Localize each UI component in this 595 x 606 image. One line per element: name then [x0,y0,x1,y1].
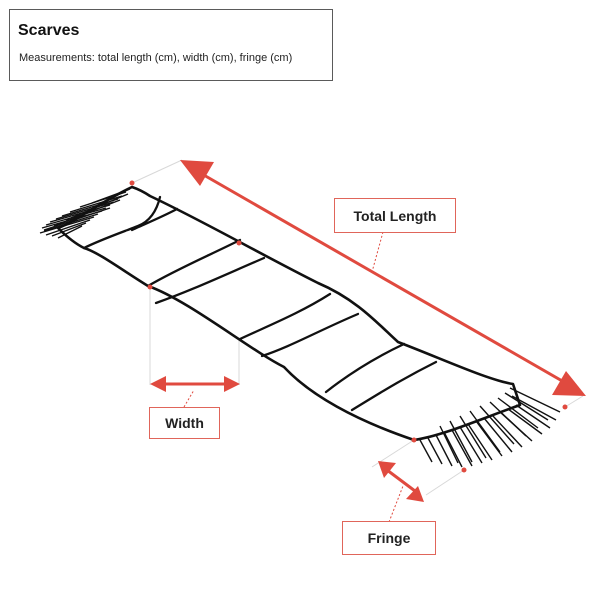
scarf-stripes [82,195,438,412]
fringe-right [419,387,561,468]
fringe-label: Fringe [342,521,436,555]
width-label: Width [149,407,220,439]
total-length-label: Total Length [334,198,456,233]
total-length-arrow [180,160,586,396]
anchor-dots [129,180,568,473]
width-arrow [150,376,240,392]
leader-lines [183,231,404,523]
page-title: Scarves [18,22,80,39]
fringe-left [39,188,131,239]
page-subtitle: Measurements: total length (cm), width (… [19,52,293,64]
fringe-arrow [378,461,424,502]
header-box: Scarves Measurements: total length (cm),… [9,9,333,81]
